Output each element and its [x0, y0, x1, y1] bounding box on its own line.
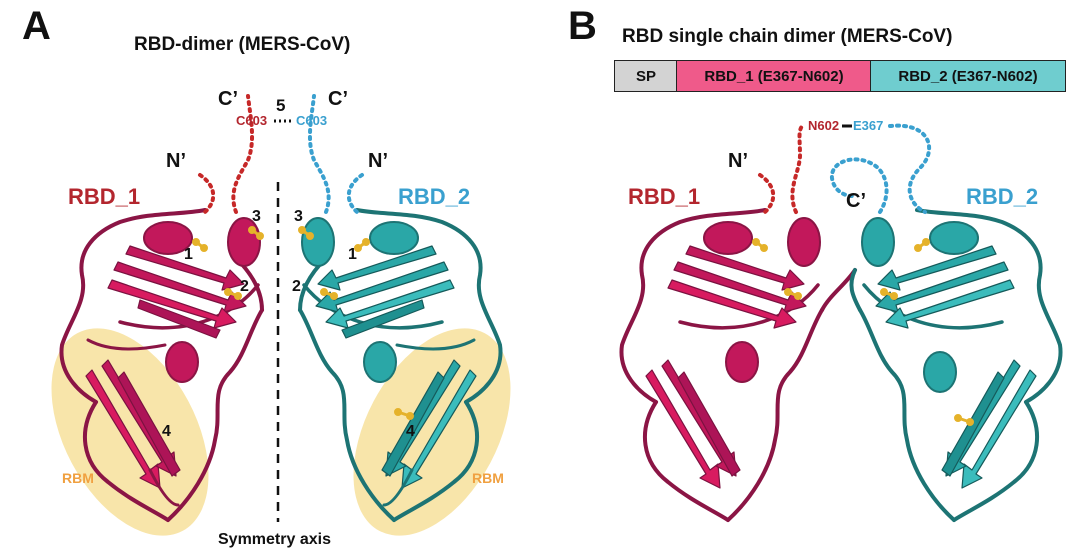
- linker-e367-label: E367: [853, 118, 884, 133]
- rbd2-label-a: RBD_2: [398, 184, 471, 209]
- linker-n602-label: N602: [808, 118, 840, 133]
- rbd1-c-terminus-label: C’: [218, 88, 238, 110]
- panel-b-letter: B: [568, 4, 597, 48]
- rbd1-n-tail-a: [198, 173, 216, 214]
- symmetry-axis-label: Symmetry axis: [218, 531, 331, 548]
- rbd1-label-b: RBD_1: [628, 184, 701, 209]
- disulfide-5-label: 5: [276, 96, 286, 115]
- construct-rbd2-segment: RBD_2 (E367-N602): [870, 60, 1066, 92]
- rbd2-n-tail-a: [346, 173, 364, 214]
- rbd1-c-tail-b: [790, 124, 804, 214]
- rbd1-label-a: RBD_1: [68, 184, 141, 209]
- site-2-left: 2: [240, 278, 249, 295]
- panel-b-title: RBD single chain dimer (MERS-CoV): [622, 26, 953, 47]
- rbd2-c-tail-b: [830, 157, 889, 214]
- site-2-right: 2: [292, 278, 301, 295]
- rbd1-structure-b: [619, 208, 857, 522]
- rbd1-c-tail-a: [231, 94, 254, 214]
- site-3-right: 3: [294, 208, 303, 225]
- rbd2-c-tail-a: [308, 94, 331, 214]
- rbd2-c-terminus-label: C’: [328, 88, 348, 110]
- rbd1-n-terminus-label: N’: [166, 150, 186, 172]
- disulfide-sticks-b: [752, 238, 974, 426]
- site-4-left: 4: [162, 423, 171, 440]
- rbd2-c603-label: C603: [296, 113, 328, 128]
- construct-rbd1-segment: RBD_1 (E367-N602): [676, 60, 872, 92]
- panel-a-title: RBD-dimer (MERS-CoV): [134, 34, 351, 55]
- rbm-highlight-left: [51, 328, 209, 536]
- site-1-right: 1: [348, 246, 357, 263]
- rbd1-n-tail-b: [758, 173, 776, 214]
- rbd2-linker-tail-b: [888, 123, 932, 214]
- rbd2-structure-a: [298, 208, 503, 522]
- rbd2-c-terminus-label-b: C’: [846, 190, 866, 212]
- rbd2-structure-b: [849, 208, 1063, 522]
- site-1-left: 1: [184, 246, 193, 263]
- rbd2-n-terminus-label: N’: [368, 150, 388, 172]
- construct-sp-segment: SP: [614, 60, 678, 92]
- rbd2-label-b: RBD_2: [966, 184, 1039, 209]
- panel-a-letter: A: [22, 4, 51, 48]
- site-4-right: 4: [406, 423, 415, 440]
- disulfide-sticks-a: [192, 226, 414, 420]
- rbm-label-left: RBM: [62, 470, 94, 486]
- rbd1-n-terminus-label-b: N’: [728, 150, 748, 172]
- rbd1-c603-label: C603: [236, 113, 268, 128]
- site-3-left: 3: [252, 208, 261, 225]
- rbm-label-right: RBM: [472, 470, 504, 486]
- rbm-highlight-right: [353, 328, 511, 536]
